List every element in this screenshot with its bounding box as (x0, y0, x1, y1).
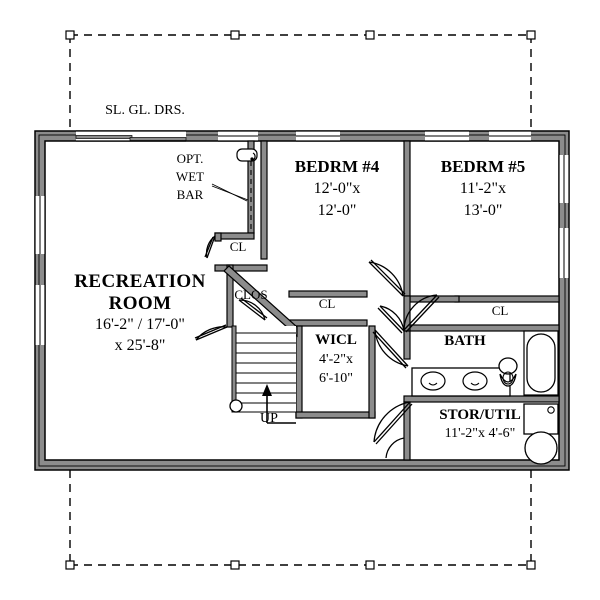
window-top-bedrm5-b (489, 130, 531, 142)
stor-util-fixtures (523, 403, 559, 465)
recreation-room-dim-2: x 25'-8" (114, 337, 166, 354)
bedrm5-dim-1: 11'-2"x (459, 180, 507, 197)
bedrm4-dim-2: 12'-0" (317, 202, 357, 219)
bedrm4-dim-1: 12'-0"x (313, 180, 361, 197)
deck-markers-bottom (65, 560, 536, 570)
stor-util-dim: 11'-2"x 4'-6" (444, 426, 516, 441)
window-right-a (558, 155, 570, 203)
recreation-room-dim-1: 16'-2" / 17'-0" (95, 316, 185, 333)
closet-label-rec: CL (229, 239, 247, 254)
interior-walls (214, 140, 560, 461)
recreation-room-name-1: RECREATION (74, 271, 206, 292)
opt-wet-bar-label-2: WET (175, 169, 205, 184)
door-swings (194, 235, 440, 459)
wicl-name: WICL (315, 332, 357, 348)
window-right-b (558, 228, 570, 278)
window-top-bedrm5-a (425, 130, 469, 142)
closet-label-hall: CL (318, 296, 336, 311)
opt-wet-bar-label-3: BAR (176, 187, 204, 202)
bath-name: BATH (444, 333, 486, 349)
deck-outline-top (69, 34, 532, 131)
sliding-glass-doors-label: SL. GL. DRS. (105, 103, 185, 118)
bedrm4-name: BEDRM #4 (294, 157, 380, 176)
bedrm5-dim-2: 13'-0" (463, 202, 503, 219)
toilet-icon (498, 357, 518, 387)
leaders (211, 183, 248, 202)
deck-markers-top (65, 30, 536, 40)
window-left-a (34, 196, 46, 254)
opt-wet-bar-label-1: OPT. (176, 151, 204, 166)
deck-outline-bottom (69, 470, 532, 566)
closet-label-bedrm5: CL (491, 303, 509, 318)
wicl-dim-1: 4'-2"x (319, 352, 353, 367)
stair-up-label: UP (260, 411, 278, 426)
stairs (229, 325, 296, 424)
bedrm5-name: BEDRM #5 (440, 157, 526, 176)
closet-label-clos: CLOS (234, 287, 268, 302)
wicl-dim-2: 6'-10" (319, 371, 353, 386)
bath-fixtures (411, 330, 559, 397)
window-top-bedrm4-a (296, 130, 340, 142)
recreation-room-name-2: ROOM (108, 293, 172, 314)
window-top-bedrm4-b (218, 130, 258, 142)
sliding-glass-doors (75, 130, 187, 142)
window-left-b (34, 285, 46, 345)
stor-util-name: STOR/UTIL (439, 407, 521, 423)
